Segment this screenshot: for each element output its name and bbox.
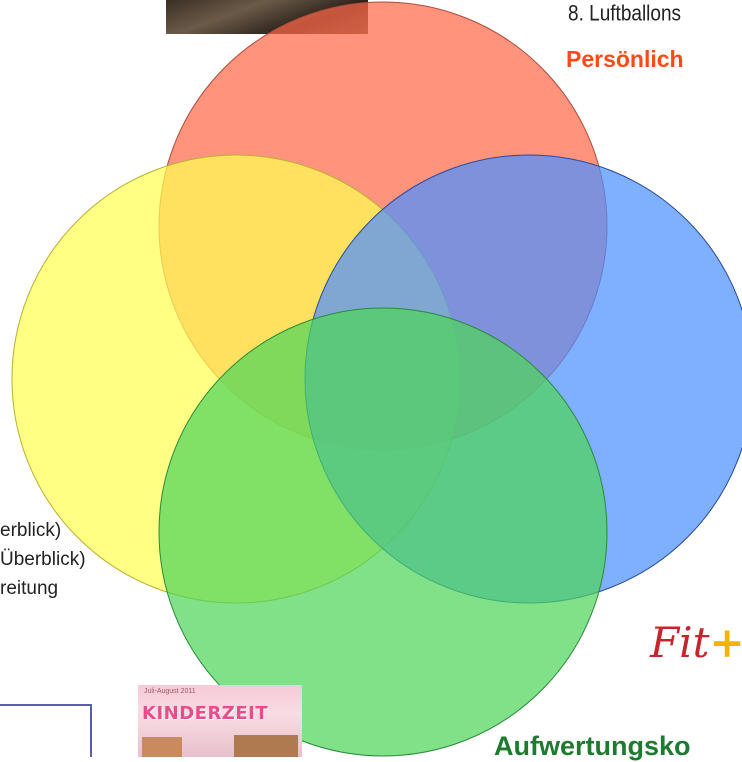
magazine-thumbnail [234,735,298,757]
magazine-cover: Juli-August 2011 KINDERZEIT [138,685,302,757]
left-line-3: reitung [0,578,59,599]
fit-logo-word: Fit [650,618,710,667]
left-line-1: erblick) [0,520,62,541]
magazine-thumbnail [142,737,182,757]
top-line-text: 8. Luftballons [568,2,682,27]
fit-logo: Fit+ [650,618,742,667]
left-text-block: erblick) Überblick) reitung [0,516,86,603]
fit-logo-plus: + [709,618,742,667]
red-heading: Persönlich [566,46,684,72]
magazine-title: KINDERZEIT [142,703,269,724]
left-line-2: Überblick) [0,549,86,570]
bottom-right-heading: Aufwertungsko [494,731,691,761]
magazine-date: Juli-August 2011 [144,688,196,695]
green-circle [158,307,608,757]
framed-box [0,704,92,757]
